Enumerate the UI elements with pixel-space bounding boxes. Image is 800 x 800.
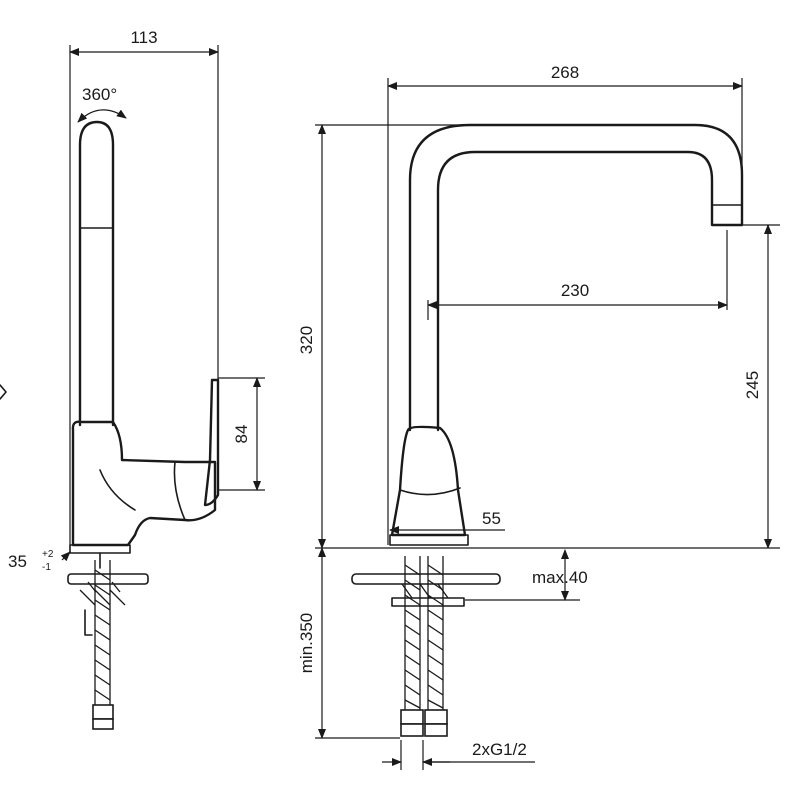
angle-pointer (60, 551, 71, 562)
edge-mark (0, 384, 7, 400)
front-hose-nut-right (424, 709, 448, 725)
side-view: 113 360° 84 35 +2 (0, 28, 265, 730)
rotation-arrow-icon (77, 109, 127, 123)
front-bracket-hatch (401, 583, 449, 599)
front-hose-nut-left-lower (400, 723, 424, 737)
spout-front-profile (408, 123, 744, 432)
front-view: 268 320 230 245 55 max.40 (297, 63, 780, 770)
side-hoses (84, 560, 111, 705)
front-hose-nut-right-lower (424, 723, 448, 737)
body-front-curve (399, 487, 461, 496)
body-side-profile (71, 420, 217, 547)
side-hose-nut (92, 704, 114, 720)
front-hoses (404, 556, 444, 710)
front-base-plate (389, 534, 469, 546)
lever-joint (173, 461, 186, 521)
lever-side-profile (203, 378, 220, 507)
angle-tol-plus: +2 (42, 549, 54, 560)
spout-reach-label: 230 (561, 281, 589, 300)
front-hose-nut-left (400, 709, 424, 725)
total-height-label: 320 (297, 326, 316, 354)
total-width-label: 268 (551, 63, 579, 82)
angle-tol-minus: -1 (42, 562, 51, 573)
side-mount-bracket (79, 581, 126, 606)
hose-length-label: min.350 (297, 613, 316, 673)
rotation-label: 360° (82, 85, 117, 104)
side-mount-washer (67, 573, 149, 585)
base-diameter-label: 55 (482, 509, 501, 528)
front-mount-washer (351, 573, 501, 585)
width-label: 113 (130, 28, 157, 47)
outlet-height-label: 245 (743, 371, 762, 399)
side-hose-nut-lower (92, 718, 114, 730)
angle-label: 35 (8, 552, 27, 571)
lever-height-label: 84 (232, 425, 251, 444)
body-front-profile (390, 425, 467, 537)
connection-label: 2xG1/2 (472, 740, 527, 759)
spout-side-profile (78, 120, 115, 427)
max-thickness-label: max.40 (532, 568, 588, 587)
body-curve (99, 469, 136, 511)
